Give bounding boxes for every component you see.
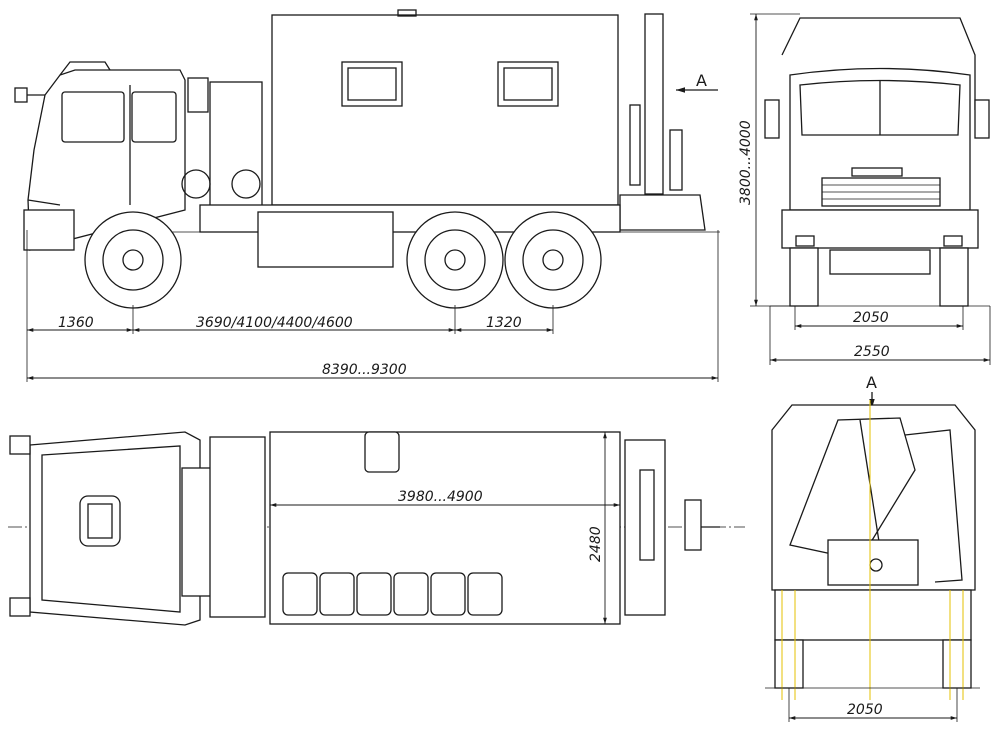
side-mirror-right bbox=[974, 99, 990, 139]
dim-body-width: 2480 bbox=[588, 526, 604, 562]
roof-hatch bbox=[364, 431, 400, 473]
crane-column bbox=[644, 13, 664, 195]
body-window bbox=[497, 61, 559, 107]
crane-top bbox=[624, 439, 666, 616]
rear-tire-left bbox=[774, 639, 804, 689]
dim-overall-length: 8390...9300 bbox=[322, 362, 407, 378]
section-a-label: A bbox=[696, 71, 707, 90]
body-window bbox=[341, 61, 403, 107]
dim-body-length: 3980...4900 bbox=[398, 489, 483, 505]
dim-front-track: 2050 bbox=[853, 310, 889, 326]
dim-wheelbase: 3690/4100/4400/4600 bbox=[196, 315, 353, 331]
front-bumper bbox=[781, 209, 979, 249]
side-mirror bbox=[14, 87, 28, 103]
front-wheel bbox=[84, 211, 182, 309]
rear-view: A 2050 bbox=[765, 373, 980, 722]
cab-door-window bbox=[61, 91, 125, 143]
rear-wheel bbox=[504, 211, 602, 309]
rear-view-label: A bbox=[866, 373, 877, 392]
crane-base bbox=[827, 539, 919, 586]
dim-front-width: 2550 bbox=[854, 344, 890, 360]
side-mirror-left bbox=[764, 99, 780, 139]
seat-row bbox=[282, 572, 503, 616]
front-tire-right bbox=[939, 247, 969, 307]
dim-bogie: 1320 bbox=[486, 315, 522, 331]
top-view: 3980...4900 2480 bbox=[8, 431, 745, 626]
brand-plate bbox=[851, 167, 903, 177]
front-tire-left bbox=[789, 247, 819, 307]
rear-wheel bbox=[406, 211, 504, 309]
rear-tire-right bbox=[942, 639, 972, 689]
dim-front-overhang: 1360 bbox=[58, 315, 94, 331]
body-box bbox=[271, 14, 619, 206]
rear-body bbox=[771, 404, 976, 591]
side-toolbox bbox=[257, 211, 394, 268]
cab-top bbox=[29, 431, 201, 626]
dim-rear-track: 2050 bbox=[847, 702, 883, 718]
side-view: A 1360 3690/4100/4400/4600 1320 8390...9… bbox=[14, 9, 720, 382]
dim-front-height: 3800...4000 bbox=[738, 120, 754, 205]
front-view: 3800...4000 2050 2550 bbox=[738, 13, 991, 365]
